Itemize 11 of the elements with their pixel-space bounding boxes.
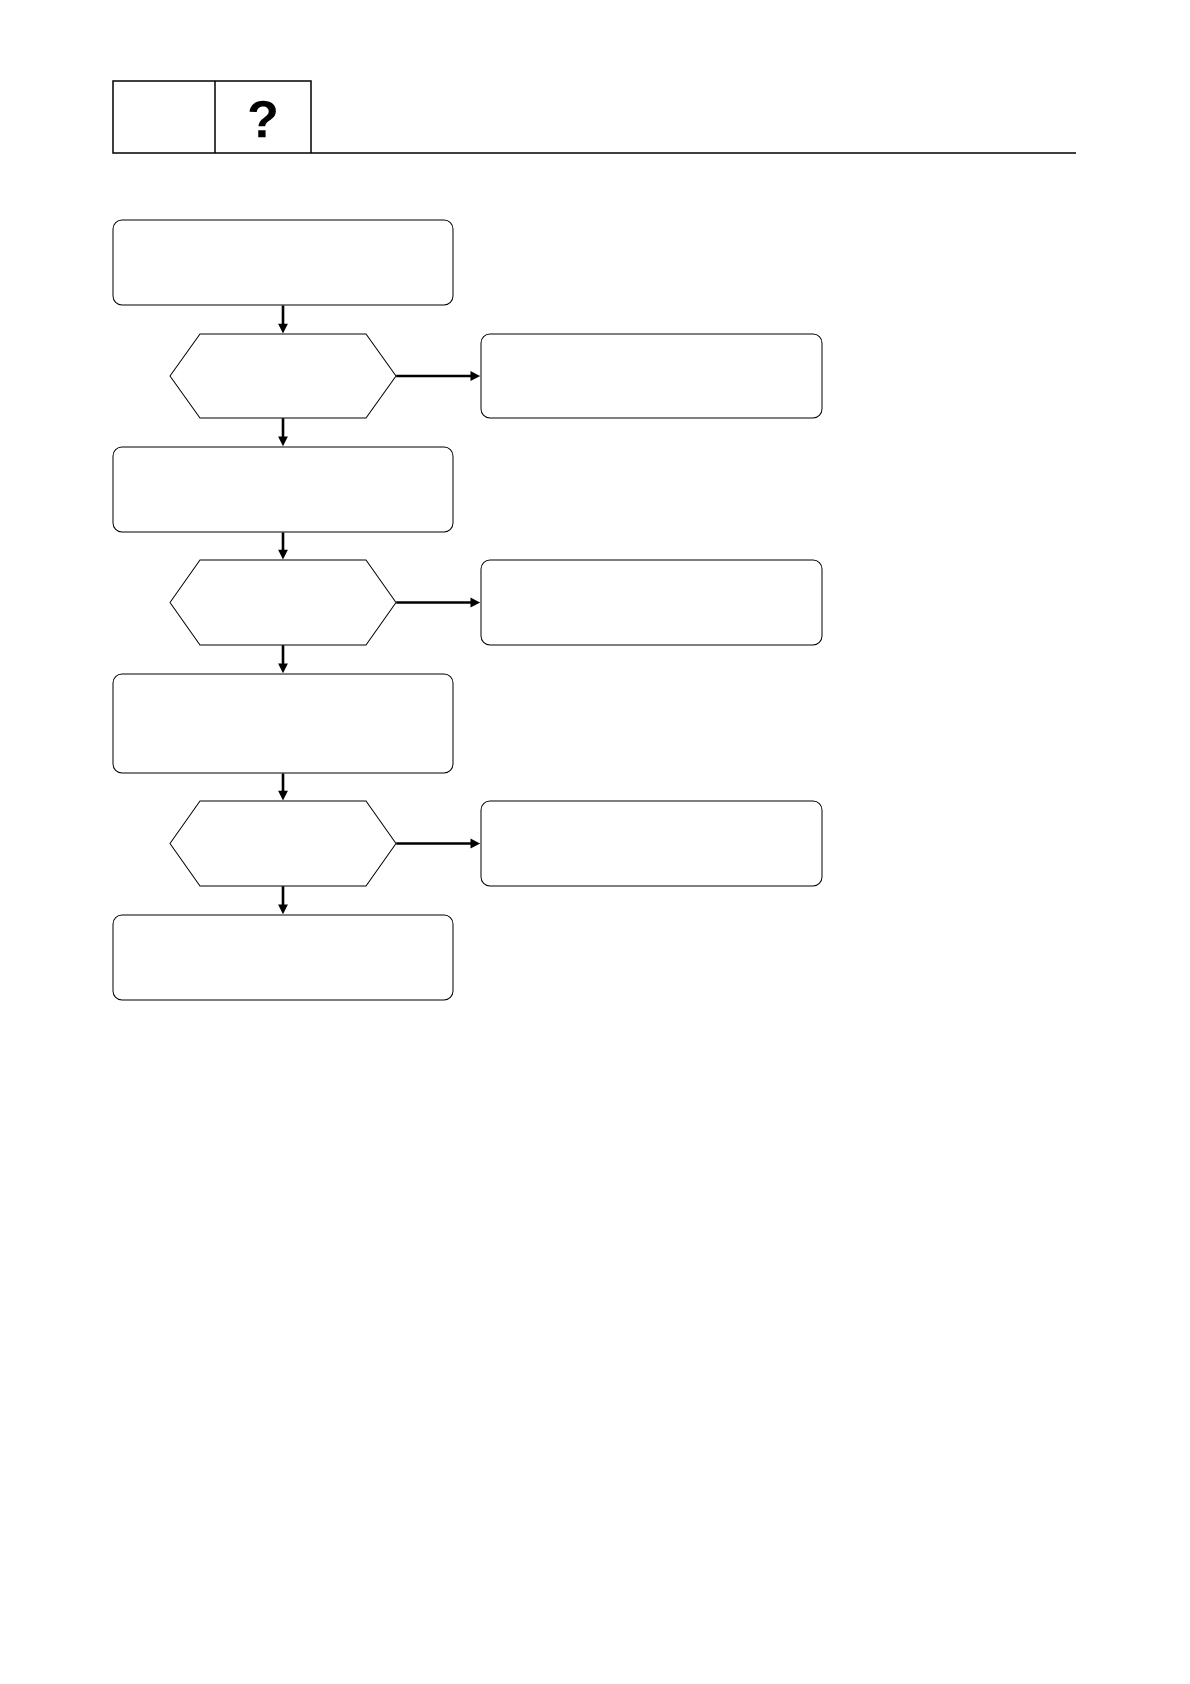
process-box <box>112 673 454 774</box>
decision-hexagon <box>169 559 397 646</box>
question-mark: ? <box>249 100 276 138</box>
process-box <box>112 914 454 1001</box>
process-box <box>480 333 823 419</box>
decision-hexagon <box>169 333 397 419</box>
process-box <box>480 559 823 646</box>
process-box <box>480 800 823 887</box>
process-box <box>112 446 454 533</box>
decision-hexagon <box>169 800 397 887</box>
process-box <box>112 219 454 306</box>
